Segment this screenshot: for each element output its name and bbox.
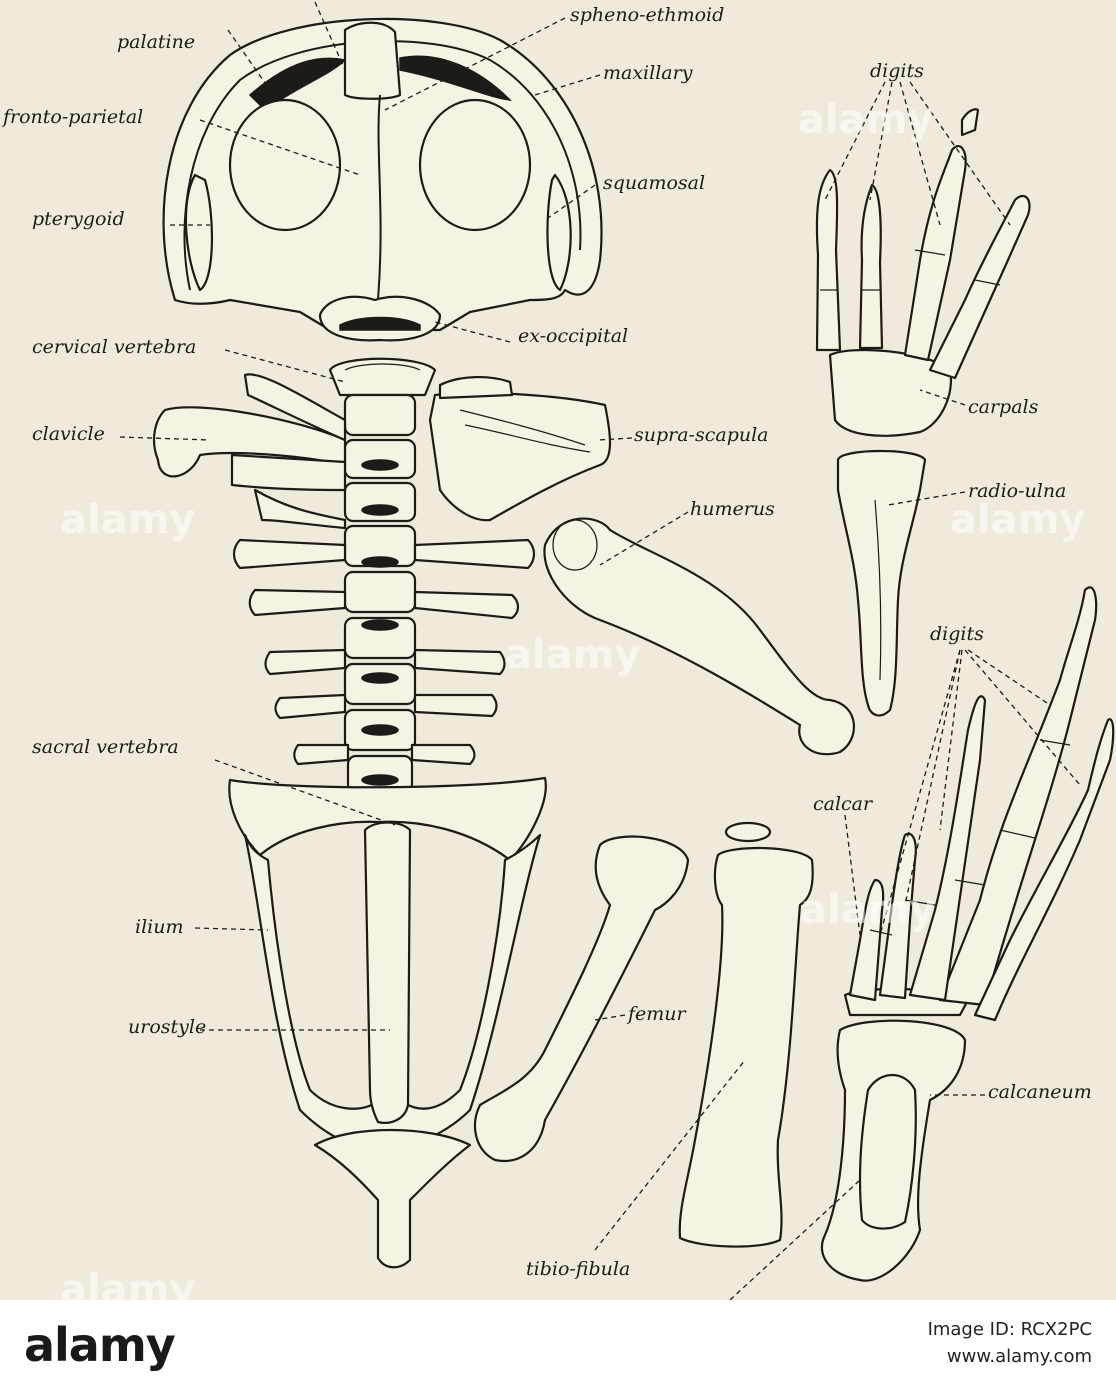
alamy-logo: alamy [24, 1318, 176, 1372]
pelvis [228, 776, 547, 1269]
label-fronto-parietal: fronto-parietal [3, 106, 144, 128]
label-ilium: ilium [135, 916, 184, 938]
label-cervical-vertebra: cervical vertebra [32, 336, 197, 358]
label-squamosal: squamosal [603, 172, 706, 194]
label-radio-ulna: radio-ulna [968, 480, 1067, 502]
femur-bone [473, 835, 690, 1163]
label-spheno-ethmoid: spheno-ethmoid [570, 4, 725, 26]
watermark: alamy [800, 887, 936, 933]
label-pterygoid: pterygoid [32, 208, 125, 230]
footer-bar: alamy Image ID: RCX2PC www.alamy.com [0, 1300, 1116, 1390]
watermark: alamy [950, 497, 1086, 543]
shoulder-girdle [152, 373, 612, 530]
image-id: Image ID: RCX2PC [927, 1319, 1092, 1340]
foot [820, 586, 1115, 1282]
label-digits-hand: digits [870, 60, 924, 82]
watermark: alamy [505, 632, 641, 678]
label-carpals: carpals [968, 396, 1039, 418]
radio-ulna-bone [836, 449, 927, 717]
label-calcaneum: calcaneum [988, 1081, 1092, 1103]
label-ex-occipital: ex-occipital [518, 325, 629, 347]
label-clavicle: clavicle [32, 423, 105, 445]
label-urostyle: urostyle [128, 1016, 207, 1038]
vertebral-column [232, 357, 536, 794]
label-digits-foot: digits [930, 623, 984, 645]
label-humerus: humerus [690, 498, 775, 520]
label-maxillary: maxillary [603, 62, 693, 84]
label-tibio-fibula: tibio-fibula [526, 1258, 631, 1280]
tibio-fibula-bone [678, 821, 814, 1248]
skull [162, 17, 603, 342]
label-palatine: palatine [117, 31, 196, 53]
frog-skeleton-illustration [119, 1, 1115, 1300]
label-calcar: calcar [813, 793, 873, 815]
hand [815, 108, 1031, 437]
watermark: alamy [798, 97, 934, 143]
humerus-bone [543, 517, 855, 756]
watermark: alamy [60, 497, 196, 543]
label-supra-scapula: supra-scapula [634, 424, 769, 446]
leader-lines [119, 1, 1081, 1300]
footer-info: Image ID: RCX2PC www.alamy.com [928, 1316, 1092, 1370]
site-url: www.alamy.com [946, 1346, 1092, 1367]
label-femur: femur [628, 1003, 686, 1025]
label-sacral-vertebra: sacral vertebra [32, 736, 179, 758]
